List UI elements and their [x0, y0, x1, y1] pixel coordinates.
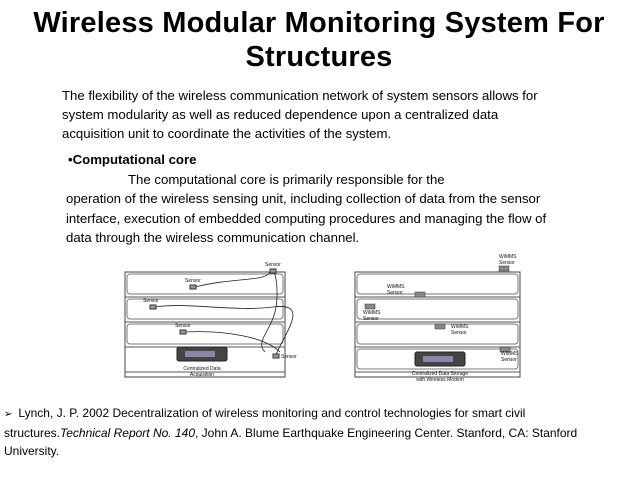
- core-text-line1: The computational core is primarily resp…: [128, 171, 445, 187]
- reference-part2: , John A. Blume Earthquake Engineering C…: [4, 426, 578, 458]
- reference-citation: ➢Lynch, J. P. 2002 Decentralization of w…: [4, 404, 634, 460]
- right-unit-label-line2: with Wireless Modem: [416, 377, 464, 383]
- right-sensor-5-line1: WiMMS: [501, 351, 519, 357]
- title-line-2: Structures: [245, 41, 393, 73]
- right-unit-label-line1: Centralized Data Storage: [412, 371, 468, 377]
- right-sensor-4-line1: WiMMS: [451, 324, 469, 330]
- core-text-rest: operation of the wireless sensing unit, …: [66, 191, 547, 245]
- left-sensor-label-5: Sensor: [281, 354, 297, 360]
- right-sensor-4-line2: Sensor: [451, 330, 467, 336]
- right-sensor-1-line1: WiMMS: [499, 254, 517, 260]
- computational-core-section: •Computational core The computational co…: [62, 150, 552, 248]
- right-sensor-1-line2: Sensor: [499, 260, 515, 266]
- left-sensor-label-3: Sensor: [175, 323, 191, 329]
- right-sensor-3-line2: Sensor: [363, 316, 379, 322]
- core-heading: •Computational core: [68, 152, 197, 167]
- right-sensor-3-line1: WiMMS: [363, 310, 381, 316]
- reference-italic: Technical Report No. 140: [60, 426, 195, 440]
- left-unit-label-line1: Centralized Data: [183, 366, 220, 372]
- wireless-building: WiMMS Sensor WiMMS Sensor WiMMS Sensor W…: [354, 254, 521, 383]
- slide-title: Wireless Modular Monitoring System For S…: [0, 6, 638, 74]
- wired-vs-wireless-diagram: Sensor Sensor Sensor Sensor Sensor Centr…: [124, 254, 521, 383]
- right-sensor-2-line2: Sensor: [387, 290, 403, 296]
- title-line-1: Wireless Modular Monitoring System For: [33, 7, 605, 39]
- left-sensor-label-4: Sensor: [265, 262, 281, 268]
- intro-paragraph: The flexibility of the wireless communic…: [62, 88, 538, 141]
- left-sensor-label-2: Sensor: [143, 298, 159, 304]
- right-sensor-2-line1: WiMMS: [387, 284, 405, 290]
- reference-part1: Lynch, J. P. 2002 Decentralization of wi…: [4, 406, 526, 440]
- arrow-bullet-icon: ➢: [4, 409, 13, 420]
- wired-building: Sensor Sensor Sensor Sensor Sensor Centr…: [124, 262, 297, 378]
- right-sensor-5-line2: Sensor: [501, 357, 517, 363]
- left-unit-label-line2: Acquisition: [190, 372, 214, 378]
- left-sensor-label-1: Sensor: [185, 278, 201, 284]
